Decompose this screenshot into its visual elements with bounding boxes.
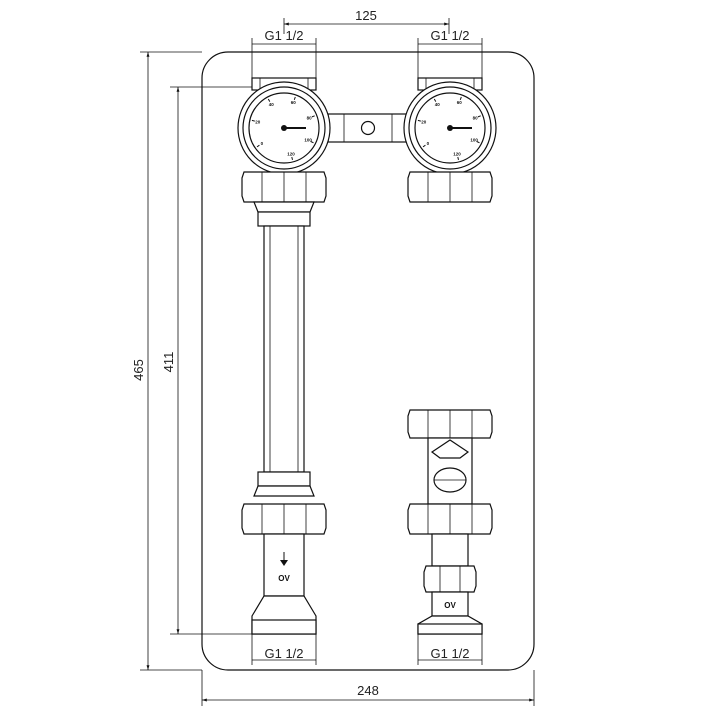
- dimension-total-height: 465: [131, 51, 202, 671]
- dimension-bottom-right-thread: G1 1/2: [417, 634, 483, 665]
- right-gauge-scale-tick: [457, 156, 459, 161]
- left-gauge-scale-label: 20: [255, 119, 261, 124]
- dimension-top-left-thread: G1 1/2: [251, 28, 317, 80]
- svg-text:G1 1/2: G1 1/2: [430, 28, 469, 43]
- left-gauge-scale-tick: [256, 144, 260, 148]
- right-gauge-scale-label: 0: [427, 141, 430, 146]
- left-gauge-scale-label: 80: [307, 116, 313, 121]
- mounting-bracket: [327, 113, 409, 143]
- right-gauge-scale-tick: [433, 98, 437, 102]
- right-gauge-scale-tick: [477, 115, 481, 118]
- left-gauge-scale-tick: [293, 96, 296, 100]
- right-gauge-scale-tick: [459, 96, 462, 100]
- right-gauge-scale-tick: [422, 144, 426, 148]
- svg-text:411: 411: [161, 352, 176, 373]
- left-gauge-scale-label: 40: [269, 102, 275, 107]
- right-gauge-scale-label: 60: [457, 100, 463, 105]
- right-gauge-scale-label: 20: [421, 119, 427, 124]
- right-gauge-scale-tick: [417, 119, 421, 122]
- right-thermometer: 0 20 40 60 80 100 120: [403, 81, 497, 175]
- left-gauge-scale-label: 120: [287, 152, 295, 157]
- dimension-total-width: 248: [201, 670, 535, 706]
- left-branch: 0 20 40 60 80 100 120 OV: [237, 77, 331, 635]
- right-valve-mark: OV: [444, 601, 456, 610]
- right-gauge-scale-label: 100: [470, 138, 478, 143]
- left-valve-mark: OV: [278, 574, 290, 583]
- svg-text:G1 1/2: G1 1/2: [430, 646, 469, 661]
- svg-text:465: 465: [131, 359, 146, 381]
- svg-text:125: 125: [355, 8, 377, 23]
- dimension-inner-height: 411: [161, 86, 252, 635]
- left-gauge-scale-tick: [291, 156, 293, 161]
- svg-text:G1 1/2: G1 1/2: [264, 28, 303, 43]
- right-gauge-scale-label: 120: [453, 152, 461, 157]
- right-gauge-scale-label: 80: [473, 116, 479, 121]
- dimension-top-spacing: 125: [283, 8, 450, 34]
- left-thermometer: 0 20 40 60 80 100 120: [237, 81, 331, 175]
- right-branch: 0 20 40 60 80 100 120 OV: [403, 77, 497, 635]
- right-gauge-scale-tick: [476, 141, 480, 144]
- left-gauge-scale-label: 0: [261, 141, 264, 146]
- svg-text:248: 248: [357, 683, 379, 698]
- mounting-plate: [201, 51, 535, 671]
- dimension-top-right-thread: G1 1/2: [417, 28, 483, 80]
- left-gauge-scale-label: 60: [291, 100, 297, 105]
- right-gauge-scale-label: 40: [435, 102, 441, 107]
- dimension-bottom-left-thread: G1 1/2: [251, 634, 317, 665]
- svg-text:G1 1/2: G1 1/2: [264, 646, 303, 661]
- left-gauge-scale-tick: [310, 141, 314, 144]
- left-gauge-scale-label: 100: [304, 138, 312, 143]
- left-gauge-scale-tick: [311, 115, 315, 118]
- left-gauge-scale-tick: [251, 119, 255, 122]
- left-gauge-scale-tick: [267, 98, 271, 102]
